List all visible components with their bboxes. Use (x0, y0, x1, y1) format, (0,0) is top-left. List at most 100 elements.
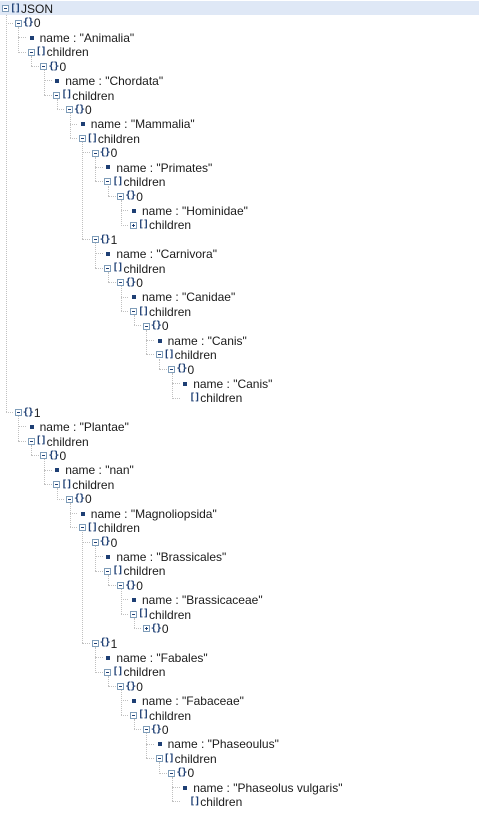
tree-leaf-41[interactable]: name : "Brassicaceae" (130, 592, 263, 607)
tree-node-37[interactable]: {}0 (91, 535, 117, 549)
expand-toggle-icon[interactable] (130, 221, 137, 229)
collapse-toggle-icon[interactable] (2, 5, 9, 13)
tree-leaf-2[interactable]: name : "Animalia" (28, 30, 134, 45)
tree-leaf-14[interactable]: name : "Hominidae" (130, 203, 248, 218)
tree-leaf-5[interactable]: name : "Chordata" (53, 73, 163, 88)
tree-leaf-51[interactable]: name : "Phaseoulus" (156, 736, 279, 751)
object-icon: {} (22, 17, 34, 29)
collapse-toggle-icon[interactable] (14, 409, 22, 417)
tree-node-27[interactable]: []children (181, 390, 242, 405)
node-key-label: 1 (33, 405, 41, 420)
tree-node-22[interactable]: {}0 (142, 318, 169, 333)
tree-node-40[interactable]: {}0 (117, 578, 143, 593)
collapse-toggle-icon[interactable] (130, 610, 137, 618)
collapse-toggle-icon[interactable] (117, 279, 125, 287)
tree-node-21[interactable]: []children (130, 304, 191, 319)
collapse-toggle-icon[interactable] (40, 452, 48, 460)
collapse-toggle-icon[interactable] (53, 91, 61, 99)
collapse-toggle-icon[interactable] (168, 769, 176, 777)
array-icon: [] (189, 392, 200, 404)
tree-node-42[interactable]: []children (130, 607, 191, 621)
collapse-toggle-icon[interactable] (14, 19, 22, 27)
tree-leaf-45[interactable]: name : "Fabales" (104, 650, 208, 665)
collapse-toggle-icon[interactable] (91, 236, 99, 244)
tree-leaf-35[interactable]: name : "Magnoliopsida" (79, 506, 217, 521)
collapse-toggle-icon[interactable] (104, 178, 112, 186)
tree-leaf-11[interactable]: name : "Primates" (104, 160, 212, 174)
tree-leaf-20[interactable]: name : "Canidae" (130, 289, 235, 304)
tree-leaf-17[interactable]: name : "Carnivora" (104, 246, 217, 261)
tree-node-0[interactable]: []JSON (0, 1, 479, 16)
collapse-toggle-icon[interactable] (27, 48, 35, 56)
tree-node-49[interactable]: []children (130, 708, 191, 722)
tree-node-12[interactable]: []children (104, 174, 165, 189)
tree-node-3[interactable]: []children (27, 44, 89, 59)
collapse-toggle-icon[interactable] (168, 365, 176, 373)
tree-leaf-38[interactable]: name : "Brassicales" (104, 549, 226, 564)
tree-node-10[interactable]: {}0 (91, 145, 118, 161)
tree-node-31[interactable]: {}0 (40, 448, 66, 463)
collapse-toggle-icon[interactable] (91, 149, 99, 157)
tree-node-4[interactable]: {}0 (40, 59, 66, 74)
tree-node-39[interactable]: []children (104, 563, 165, 578)
collapse-toggle-icon[interactable] (66, 106, 73, 114)
tree-node-47[interactable]: {}0 (117, 679, 143, 694)
tree-leaf-29[interactable]: name : "Plantae" (28, 419, 129, 434)
tree-node-24[interactable]: []children (155, 347, 217, 362)
tree-node-19[interactable]: {}0 (117, 275, 143, 290)
collapse-toggle-icon[interactable] (117, 683, 125, 691)
collapse-toggle-icon[interactable] (53, 481, 61, 489)
collapse-toggle-icon[interactable] (142, 726, 150, 734)
collapse-toggle-icon[interactable] (155, 351, 163, 359)
collapse-toggle-icon[interactable] (27, 437, 35, 445)
tree-guide-vertical (107, 675, 109, 686)
collapse-toggle-icon[interactable] (117, 192, 125, 200)
expand-toggle-icon[interactable] (142, 625, 150, 633)
collapse-toggle-icon[interactable] (104, 668, 112, 676)
collapse-toggle-icon[interactable] (66, 495, 73, 503)
collapse-toggle-icon[interactable] (78, 524, 86, 532)
tree-guide-horizontal (120, 613, 129, 615)
tree-node-15[interactable]: []children (130, 217, 191, 232)
tree-node-18[interactable]: []children (104, 261, 165, 275)
tree-node-9[interactable]: []children (78, 131, 140, 146)
tree-node-28[interactable]: {}1 (14, 405, 41, 420)
tree-node-52[interactable]: []children (155, 751, 217, 766)
tree-node-30[interactable]: []children (27, 434, 89, 448)
collapse-toggle-icon[interactable] (142, 322, 150, 330)
object-icon: {} (150, 320, 162, 332)
tree-node-50[interactable]: {}0 (142, 722, 169, 737)
collapse-toggle-icon[interactable] (155, 755, 163, 763)
tree-leaf-23[interactable]: name : "Canis" (156, 333, 247, 348)
tree-leaf-26[interactable]: name : "Canis" (181, 376, 272, 391)
node-key-label: 0 (110, 146, 118, 161)
tree-node-13[interactable]: {}0 (117, 189, 143, 203)
tree-node-1[interactable]: {}0 (14, 15, 41, 30)
collapse-toggle-icon[interactable] (40, 63, 48, 71)
collapse-toggle-icon[interactable] (78, 135, 86, 143)
tree-leaf-8[interactable]: name : "Mammalia" (79, 116, 195, 131)
tree-node-7[interactable]: {}0 (66, 102, 92, 117)
tree-node-33[interactable]: []children (53, 477, 114, 492)
tree-leaf-48[interactable]: name : "Fabaceae" (130, 693, 244, 708)
collapse-toggle-icon[interactable] (91, 639, 99, 647)
tree-node-16[interactable]: {}1 (91, 232, 117, 247)
collapse-toggle-icon[interactable] (117, 582, 125, 590)
tree-node-44[interactable]: {}1 (91, 636, 117, 650)
tree-node-46[interactable]: []children (104, 664, 165, 679)
tree-node-55[interactable]: []children (181, 794, 242, 809)
collapse-toggle-icon[interactable] (130, 308, 137, 316)
tree-leaf-32[interactable]: name : "nan" (53, 462, 134, 477)
collapse-toggle-icon[interactable] (91, 538, 99, 546)
array-icon: [] (163, 752, 175, 764)
tree-node-43[interactable]: {}0 (142, 621, 169, 636)
tree-node-34[interactable]: {}0 (66, 491, 92, 506)
collapse-toggle-icon[interactable] (104, 264, 112, 272)
tree-leaf-54[interactable]: name : "Phaseolus vulgaris" (181, 780, 342, 795)
collapse-toggle-icon[interactable] (104, 567, 112, 575)
tree-node-25[interactable]: {}0 (168, 362, 194, 376)
collapse-toggle-icon[interactable] (130, 711, 137, 719)
tree-node-53[interactable]: {}0 (168, 765, 194, 780)
tree-node-6[interactable]: []children (53, 88, 114, 102)
tree-node-36[interactable]: []children (78, 520, 140, 535)
